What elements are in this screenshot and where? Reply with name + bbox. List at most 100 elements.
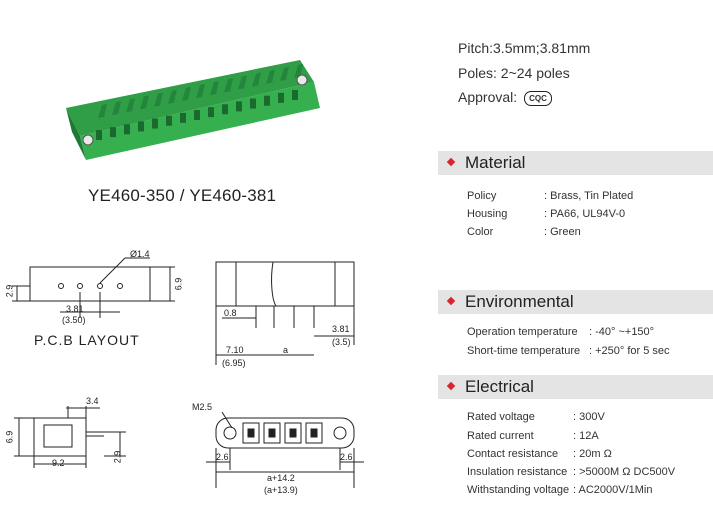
spec-poles: Poles: 2~24 poles	[458, 65, 570, 81]
diamond-bullet-icon	[446, 381, 456, 391]
electrical-section-bar: Electrical	[438, 375, 713, 399]
pcb-layout-drawing	[12, 257, 175, 318]
spec-approval: Approval: CQC	[458, 89, 553, 106]
connector-tooth	[210, 81, 219, 96]
flange-slot	[284, 422, 302, 444]
connector-screw-slot	[292, 90, 298, 100]
electrical-label-3: Insulation resistance	[467, 466, 568, 478]
dim-flange-total: a+14.2	[267, 473, 295, 483]
electrical-label-0: Rated voltage	[467, 411, 535, 423]
connector-tooth	[112, 101, 121, 116]
connector-illustration	[66, 60, 320, 160]
front-view-drawing	[215, 261, 355, 365]
dim-side-pin-height: 2.9	[112, 450, 123, 464]
flange-slot	[263, 422, 281, 444]
connector-screw-slot	[250, 98, 256, 109]
connector-screw-slot	[222, 104, 228, 115]
connector-tooth	[224, 78, 233, 93]
material-label-2: Color	[467, 226, 494, 238]
material-label-1: Housing	[467, 208, 508, 220]
environmental-value-0: : -40° ~+150°	[589, 326, 655, 338]
cqc-mark-icon: CQC	[524, 90, 553, 106]
electrical-value-0: : 300V	[573, 411, 605, 423]
dim-side-depth: 3.4	[86, 396, 99, 406]
electrical-label-1: Rated current	[467, 430, 534, 442]
connector-screw-slot	[110, 127, 116, 138]
dim-offset: 7.10	[226, 345, 244, 355]
material-section-bar: Material	[438, 151, 713, 175]
electrical-label-2: Contact resistance	[467, 448, 559, 460]
connector-screw-slot	[278, 92, 284, 103]
connector-tooth	[238, 75, 247, 90]
approval-label: Approval:	[458, 89, 518, 105]
material-label-0: Policy	[467, 190, 497, 202]
connector-tooth	[266, 69, 275, 84]
dim-pcb-outer-height: 6.9	[173, 277, 184, 291]
material-value-2: : Green	[544, 226, 581, 238]
connector-screw-slot	[124, 124, 130, 135]
connector-tooth	[182, 86, 191, 101]
flange-slot	[305, 422, 323, 444]
flange-slot	[242, 422, 260, 444]
dim-right-pitch: 3.81	[332, 324, 350, 334]
dim-flange-right: 2.6	[340, 452, 353, 462]
dim-right-pitch-alt: (3.5)	[332, 337, 351, 347]
dim-hole-diameter: Ø1.4	[130, 249, 150, 259]
connector-tooth	[126, 98, 135, 113]
connector-tooth	[168, 89, 177, 104]
environmental-value-1: : +250° for 5 sec	[589, 345, 670, 357]
connector-tooth	[196, 84, 205, 98]
environmental-label-0: Operation temperature	[467, 326, 578, 338]
electrical-value-4: : AC2000V/1Min	[573, 484, 653, 496]
flange-slot-contact	[268, 428, 276, 438]
connector-screw-slot	[180, 112, 186, 123]
environmental-title: Environmental	[465, 292, 574, 311]
dim-flange-left: 2.6	[216, 452, 229, 462]
side-view-drawing	[14, 406, 126, 468]
connector-screw-slot	[138, 121, 144, 132]
dim-flange-total-alt: (a+13.9)	[264, 485, 298, 495]
diamond-bullet-icon	[446, 157, 456, 167]
connector-tooth	[294, 64, 303, 78]
connector-screw-slot	[208, 107, 214, 118]
electrical-title: Electrical	[465, 377, 534, 396]
connector-tooth	[140, 95, 149, 110]
dim-pcb-height: 2.9	[4, 284, 15, 298]
connector-screw-slot	[96, 130, 102, 140]
dim-offset-alt: (6.95)	[222, 358, 246, 368]
model-number: YE460-350 / YE460-381	[88, 186, 277, 205]
connector-screw-slot	[236, 101, 242, 112]
dim-pin-width: 0.8	[224, 308, 237, 318]
electrical-value-1: : 12A	[573, 430, 599, 442]
connector-tooth	[98, 104, 107, 118]
material-value-0: : Brass, Tin Plated	[544, 190, 634, 202]
pcb-layout-label: P.C.B LAYOUT	[34, 332, 140, 348]
flange-slot-contact	[289, 428, 297, 438]
electrical-value-2: : 20m Ω	[573, 448, 612, 460]
connector-screw-slot	[152, 118, 158, 129]
dim-pcb-pitch: 3.81	[66, 304, 84, 314]
flange-view-drawing	[206, 411, 364, 488]
connector-screw-slot	[194, 110, 200, 120]
flange-slot-contact	[247, 428, 255, 438]
dim-side-height: 6.9	[4, 430, 15, 444]
electrical-value-3: : >5000M Ω DC500V	[573, 466, 676, 478]
material-title: Material	[465, 153, 526, 172]
connector-tooth	[252, 72, 261, 87]
connector-tooth	[280, 66, 289, 81]
dim-pcb-pitch-alt: (3.50)	[62, 315, 86, 325]
connector-tooth	[154, 92, 163, 107]
flange-slot-contact	[310, 428, 318, 438]
connector-screw-slot	[264, 95, 270, 106]
dim-screw: M2.5	[192, 402, 213, 412]
dim-a: a	[283, 345, 289, 355]
environmental-section-bar: Environmental	[438, 290, 713, 314]
diamond-bullet-icon	[446, 296, 456, 306]
connector-screw-slot	[166, 115, 172, 126]
spec-pitch: Pitch:3.5mm;3.81mm	[458, 40, 591, 56]
environmental-label-1: Short-time temperature	[467, 345, 581, 357]
material-value-1: : PA66, UL94V-0	[544, 208, 626, 220]
electrical-label-4: Withstanding voltage	[467, 484, 570, 496]
dim-side-width: 9.2	[52, 458, 65, 468]
